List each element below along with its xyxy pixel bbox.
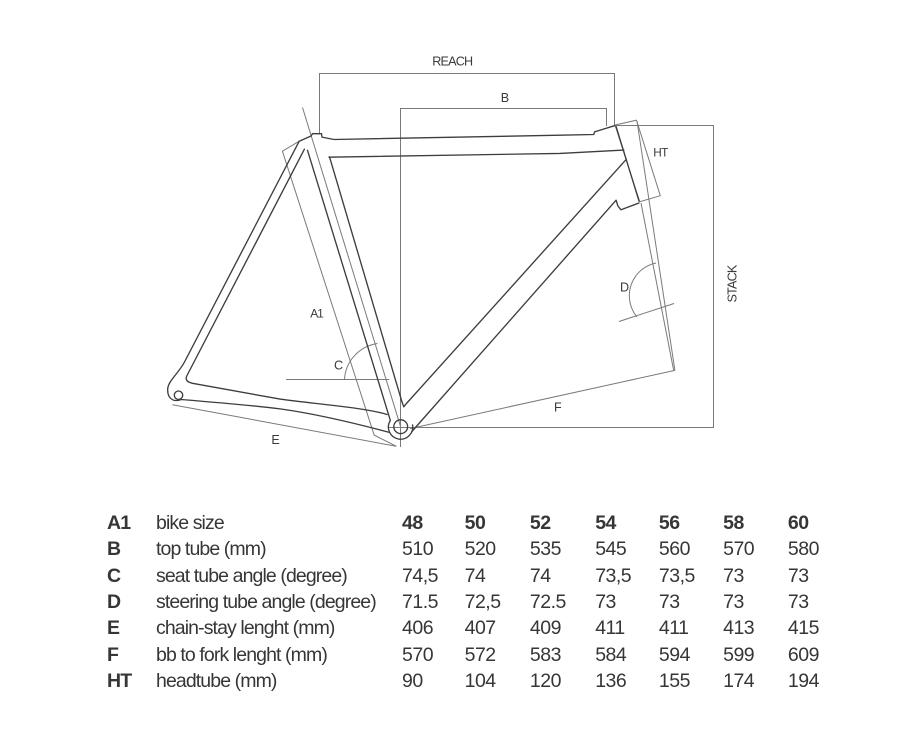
svg-text:C: C (334, 358, 343, 372)
svg-text:REACH: REACH (432, 54, 473, 68)
svg-text:E: E (271, 433, 279, 447)
svg-text:F: F (554, 401, 562, 415)
svg-text:D: D (620, 281, 629, 295)
svg-text:HT: HT (653, 145, 668, 159)
svg-text:STACK: STACK (726, 264, 740, 302)
svg-text:B: B (501, 91, 509, 105)
svg-text:A1: A1 (310, 307, 324, 321)
